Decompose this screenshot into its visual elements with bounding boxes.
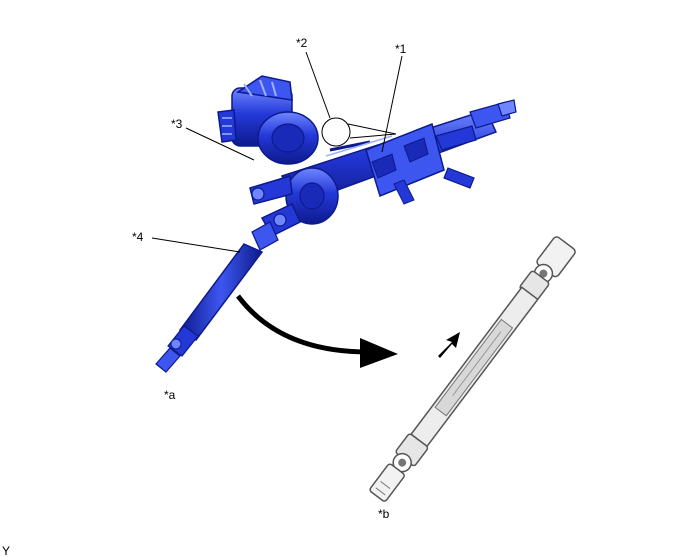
callout-4: *4 xyxy=(132,230,144,244)
tilt-bracket xyxy=(365,122,477,205)
callout-b: *b xyxy=(378,507,390,521)
callout-2: *2 xyxy=(296,36,308,50)
direction-arrow-icon xyxy=(438,332,460,358)
leader-line-4 xyxy=(151,237,241,253)
callout-a: *a xyxy=(164,388,176,402)
intermediate-shaft-installed xyxy=(155,243,264,373)
leader-lines xyxy=(151,51,403,253)
leader-line-2 xyxy=(305,51,331,119)
callout-1: *1 xyxy=(395,42,407,56)
figure-code: Y xyxy=(2,544,11,558)
intermediate-shaft-illustration xyxy=(369,236,576,502)
detail-callout-circle xyxy=(321,117,397,147)
curved-arrow-icon xyxy=(236,294,398,368)
callout-3: *3 xyxy=(171,117,183,131)
motor-housing xyxy=(217,75,319,165)
upper-universal-joint xyxy=(251,202,301,251)
steering-column-assembly-illustration xyxy=(155,75,517,373)
leader-line-3 xyxy=(185,127,255,161)
leader-line-1 xyxy=(381,55,403,153)
